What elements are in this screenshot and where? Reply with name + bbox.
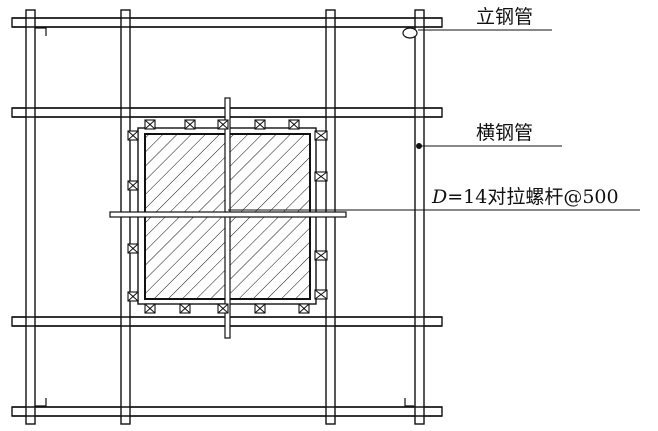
horizontal-pipe-marker [416, 143, 422, 149]
batten-box [314, 289, 328, 300]
batten-box [179, 303, 191, 314]
label-vertical-pipe: 立钢管 [476, 6, 533, 28]
batten-box [314, 250, 328, 261]
label-tie-rod-spec: =14对拉螺杆@500 [447, 186, 618, 208]
tie-rod-vertical [224, 97, 231, 339]
vertical-pipe-marker [402, 27, 418, 39]
batten-box [127, 243, 139, 254]
label-tie-rod: D=14对拉螺杆@500 [431, 186, 619, 208]
batten-box [127, 130, 139, 141]
battens [127, 119, 328, 314]
batten-box [217, 119, 229, 130]
vertical-pipe-1 [25, 9, 36, 425]
tie-rod-horizontal [109, 211, 347, 218]
batten-box [314, 130, 328, 141]
corner-bracket-top-left [35, 27, 47, 36]
batten-box [254, 119, 266, 130]
batten-box [254, 303, 266, 314]
label-tie-rod-symbol: D [431, 186, 447, 208]
batten-box [127, 180, 139, 191]
annotations [228, 29, 640, 211]
horizontal-pipe-top [11, 17, 443, 28]
corner-bracket-bottom-right [404, 398, 414, 407]
horizontal-pipe-overlap [12, 17, 442, 417]
horizontal-pipe-bottom [11, 406, 443, 417]
batten-box [127, 291, 139, 302]
batten-box [298, 303, 310, 314]
batten-box [217, 303, 229, 314]
batten-box [314, 171, 328, 182]
batten-box [288, 119, 300, 130]
batten-box [144, 303, 156, 314]
corner-brackets [35, 27, 414, 407]
batten-box [144, 119, 156, 130]
vertical-pipe-4 [414, 9, 425, 425]
corner-bracket-bottom-left [35, 398, 47, 407]
label-horizontal-pipe: 横钢管 [476, 122, 533, 144]
batten-box [184, 119, 196, 130]
